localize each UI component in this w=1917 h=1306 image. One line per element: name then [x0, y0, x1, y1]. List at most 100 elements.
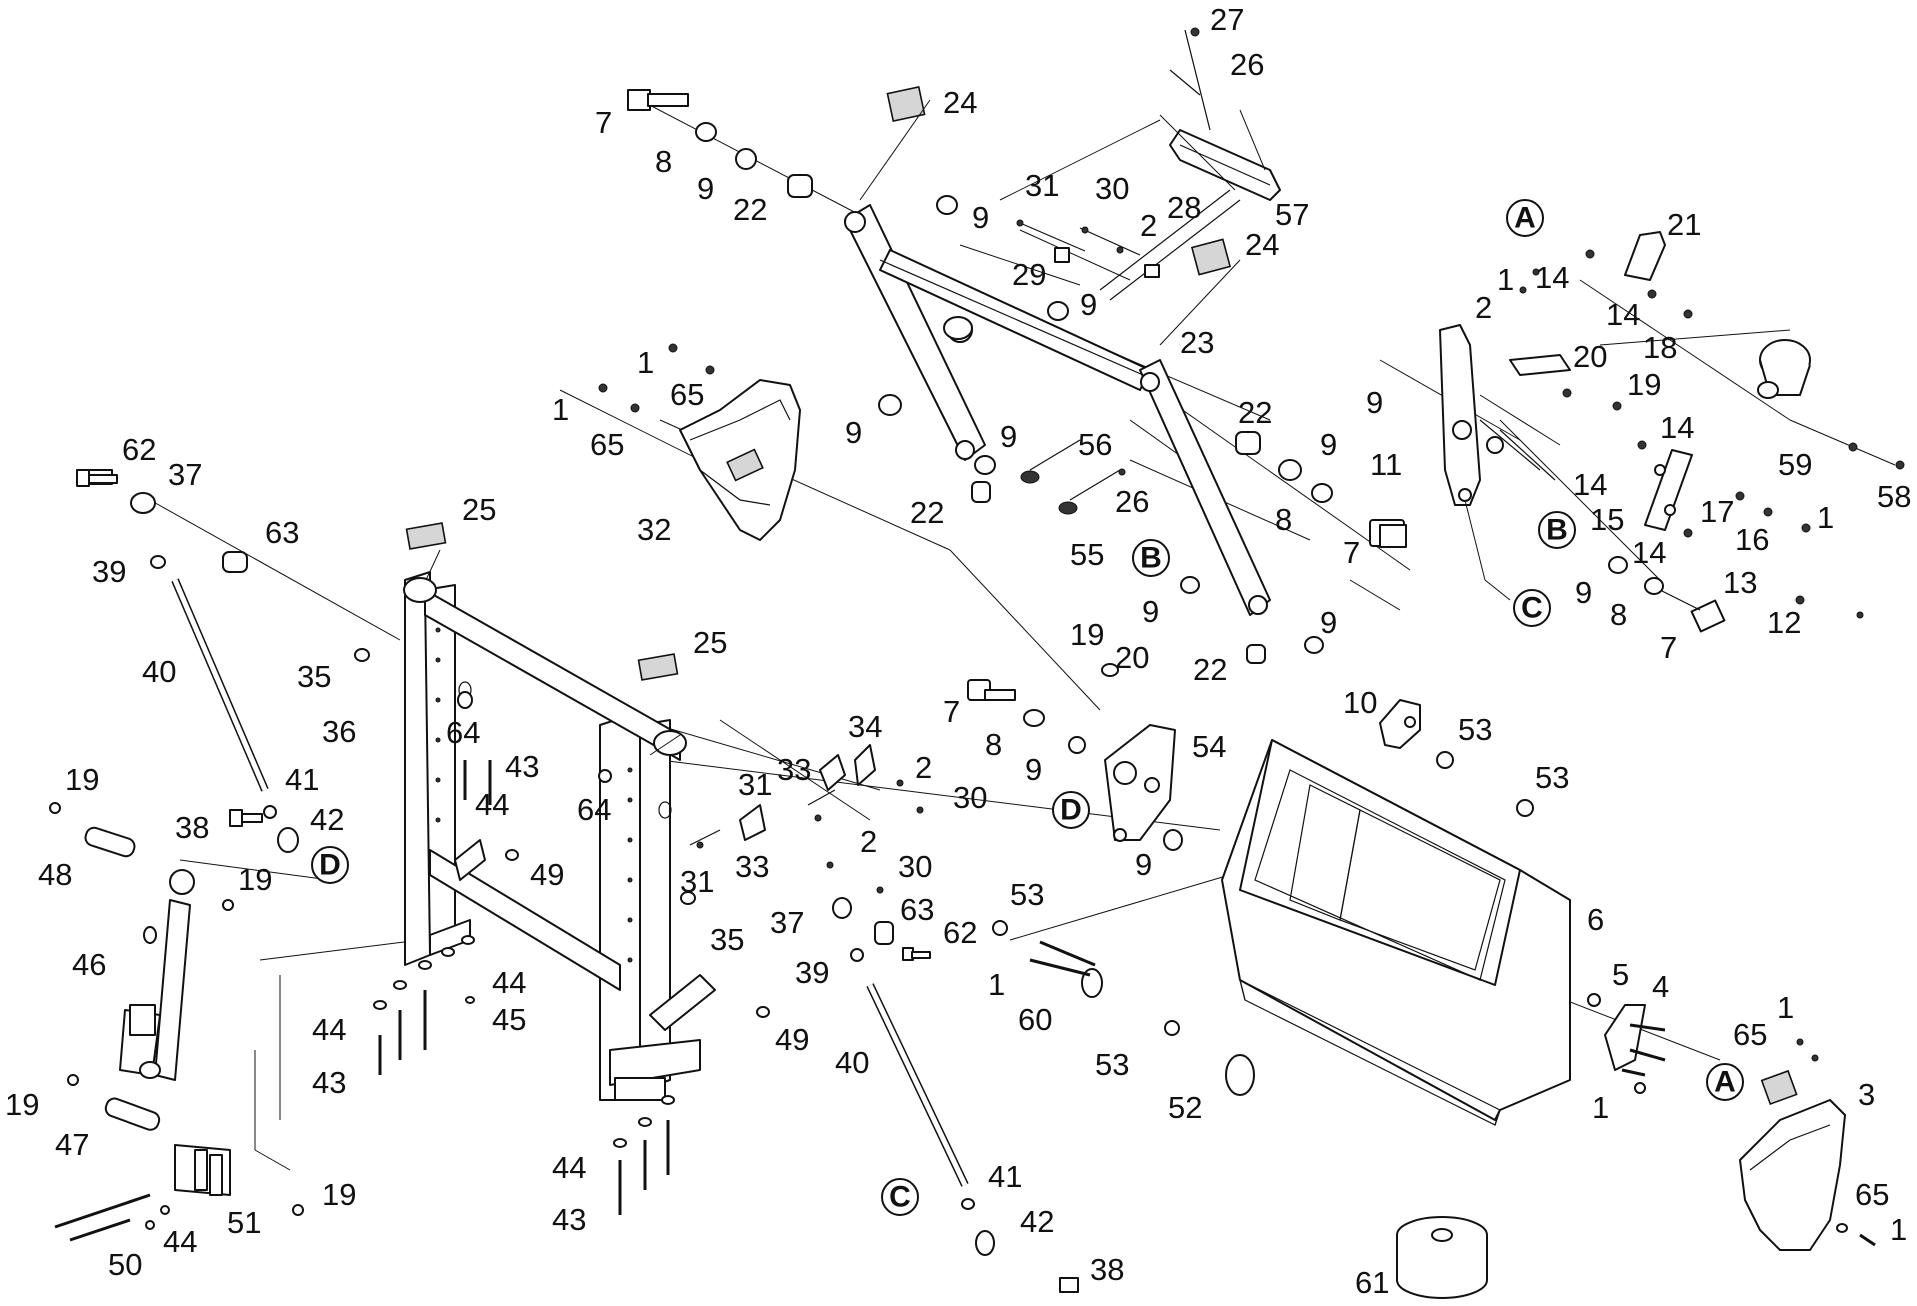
part-labels: 27 26 24 7 8 9 22 31 30 9 2 28 57 24 29 … — [5, 2, 1911, 1300]
bushing-63-top — [222, 551, 248, 573]
part-label-13: 13 — [1723, 565, 1757, 600]
part-label-43: 43 — [312, 1065, 346, 1100]
part-label-9: 9 — [1575, 575, 1592, 610]
part-label-14: 14 — [1535, 260, 1569, 295]
part-label-36: 36 — [322, 714, 356, 749]
part-label-7: 7 — [943, 694, 960, 729]
part-label-9: 9 — [1080, 287, 1097, 322]
part-label-52: 52 — [1168, 1090, 1202, 1125]
part-label-8: 8 — [1610, 597, 1627, 632]
part-label-23: 23 — [1180, 325, 1214, 360]
flange-60 — [1029, 940, 1103, 998]
part-label-9: 9 — [972, 200, 989, 235]
part-label-62: 62 — [943, 915, 977, 950]
part-label-20: 20 — [1115, 640, 1149, 675]
part-label-44: 44 — [552, 1150, 586, 1185]
part-label-15: 15 — [1590, 502, 1624, 537]
part-label-44: 44 — [492, 965, 526, 1000]
part-label-22: 22 — [910, 495, 944, 530]
part-label-1: 1 — [552, 392, 569, 427]
callout-A-bottom: A — [1706, 1063, 1744, 1101]
part-label-59: 59 — [1778, 447, 1812, 482]
part-label-9: 9 — [1025, 752, 1042, 787]
bracket-11 — [1439, 324, 1571, 506]
part-label-35: 35 — [297, 659, 331, 694]
part-label-42: 42 — [310, 802, 344, 837]
part-label-14: 14 — [1606, 297, 1640, 332]
part-label-9: 9 — [1320, 427, 1337, 462]
bolt-7-mid — [1379, 524, 1407, 548]
part-label-22: 22 — [1238, 395, 1272, 430]
cylinder-46 — [119, 869, 195, 1081]
part-label-53: 53 — [1535, 760, 1569, 795]
part-label-14: 14 — [1660, 410, 1694, 445]
part-label-56: 56 — [1078, 427, 1112, 462]
small-pins-top — [1019, 29, 1211, 515]
plate-10 — [992, 699, 1534, 1036]
part-label-43: 43 — [552, 1202, 586, 1237]
pad-25-left — [405, 522, 447, 550]
part-label-37: 37 — [168, 457, 202, 492]
part-label-30: 30 — [1095, 171, 1129, 206]
guard-32 — [679, 379, 801, 541]
pad-25-right — [637, 653, 679, 681]
part-label-17: 17 — [1700, 494, 1734, 529]
part-label-49: 49 — [775, 1022, 809, 1057]
bolt-38-left — [229, 809, 263, 827]
lever-21 — [1624, 231, 1666, 281]
part-label-46: 46 — [72, 947, 106, 982]
part-label-38: 38 — [1090, 1252, 1124, 1287]
leader-lines — [425, 99, 1511, 756]
callout-C-right: C — [1513, 589, 1551, 627]
part-label-1: 1 — [988, 967, 1005, 1002]
part-label-60: 60 — [1018, 1002, 1052, 1037]
part-label-22: 22 — [733, 192, 767, 227]
part-label-29: 29 — [1012, 257, 1046, 292]
part-label-35: 35 — [710, 922, 744, 957]
part-label-41: 41 — [988, 1159, 1022, 1194]
part-label-50: 50 — [108, 1247, 142, 1282]
part-label-65: 65 — [1733, 1017, 1767, 1052]
frame-holes — [435, 627, 672, 963]
bolt-62-middle — [902, 947, 931, 961]
part-label-9: 9 — [1135, 847, 1152, 882]
guard-3 — [1739, 1069, 1876, 1251]
part-label-61: 61 — [1355, 1265, 1389, 1300]
part-label-54: 54 — [1192, 729, 1226, 764]
part-label-32: 32 — [637, 512, 671, 547]
bolt-49-b — [756, 1006, 770, 1018]
part-label-2: 2 — [915, 750, 932, 785]
part-label-3: 3 — [1858, 1077, 1875, 1112]
part-label-64: 64 — [577, 792, 611, 827]
part-label-18: 18 — [1643, 330, 1677, 365]
part-label-34: 34 — [848, 709, 882, 744]
part-label-65: 65 — [1855, 1177, 1889, 1212]
bucket-6 — [1221, 739, 1571, 1126]
part-label-4: 4 — [1652, 969, 1669, 1004]
callout-C-bottom: C — [881, 1178, 919, 1216]
cap-assembly-59 — [1757, 339, 1811, 399]
callout-label: D — [319, 849, 341, 882]
part-label-21: 21 — [1667, 207, 1701, 242]
callout-D-left: D — [311, 846, 349, 884]
part-label-19: 19 — [1627, 367, 1661, 402]
clip-19-c — [67, 1074, 79, 1086]
part-label-1: 1 — [1890, 1212, 1907, 1247]
part-label-45: 45 — [492, 1002, 526, 1037]
part-label-9: 9 — [1142, 594, 1159, 629]
part-label-1: 1 — [1497, 262, 1514, 297]
part-label-24: 24 — [943, 85, 977, 120]
part-label-7: 7 — [1660, 630, 1677, 665]
part-label-37: 37 — [770, 905, 804, 940]
part-label-7: 7 — [595, 105, 612, 140]
brackets-33-34 — [689, 744, 876, 846]
part-label-10: 10 — [1343, 685, 1377, 720]
bolt-49-a — [505, 849, 519, 861]
pad-24-left — [886, 86, 926, 122]
part-label-47: 47 — [55, 1127, 89, 1162]
part-label-22: 22 — [1193, 652, 1227, 687]
callout-B-middle: B — [1132, 539, 1170, 577]
part-label-14: 14 — [1573, 467, 1607, 502]
part-label-25: 25 — [693, 625, 727, 660]
